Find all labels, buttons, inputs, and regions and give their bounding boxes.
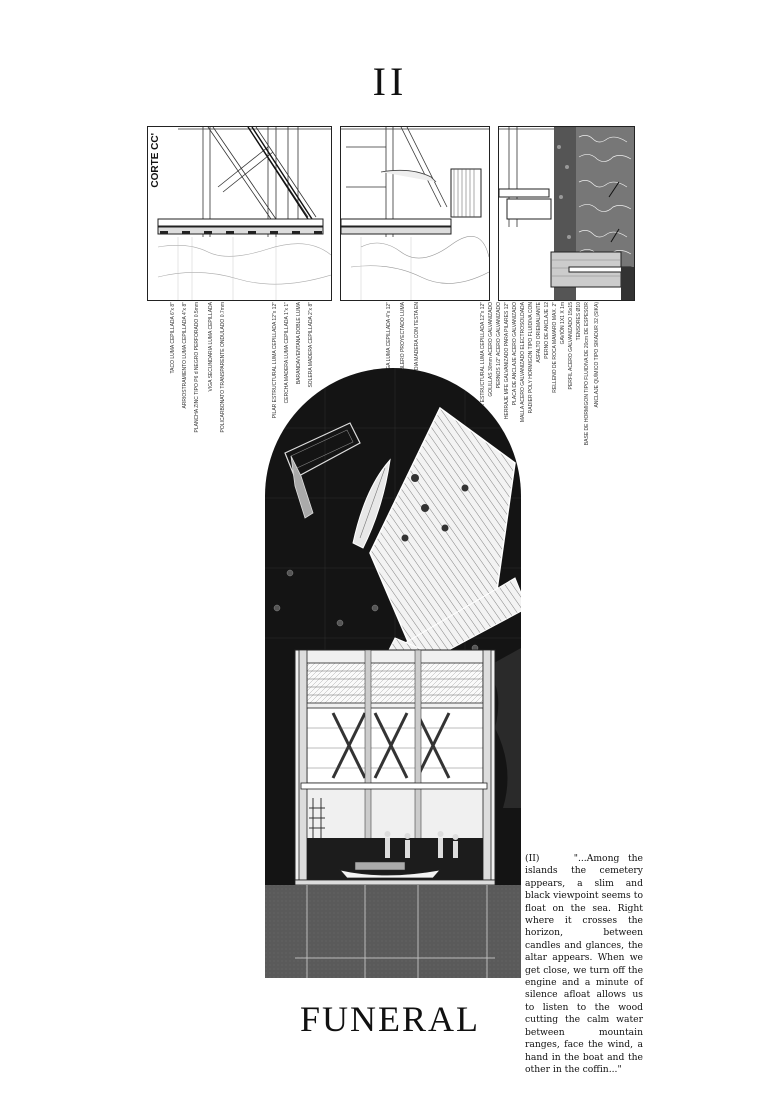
floating-pier [284, 422, 361, 519]
detail-panel-1: CORTE CC' [147, 126, 332, 301]
figures [384, 831, 459, 858]
narrative-quote: (II) "...Among the islands the cemetery … [525, 853, 643, 1076]
quote-marker: (II) [525, 853, 540, 864]
page-title: FUNERAL [299, 999, 480, 1039]
detail-label: VIGA LUMA CEPILLADA 4"x 12" [386, 302, 392, 375]
detail-label: POLICARBONATO TRANSPARENTE ONDULADO 0.7m… [220, 302, 226, 433]
detail-drawing-2 [341, 127, 489, 300]
cross-bracing [331, 712, 451, 779]
detail-label: TENSORES Ø10 [576, 302, 582, 341]
detail-panel-2 [340, 126, 490, 301]
detail-label: TACO LUMA CEPILLADA 6"x 8" [170, 302, 176, 374]
detail-label: ANCLAJE QUÍMICO TIPO SIKADUR 32 (SIKA) [594, 302, 600, 408]
sea-water [265, 885, 521, 978]
detail-label: RELLENO DE ROCA MAMARO MAX. 2" [552, 302, 558, 393]
detail-label: GAVIÓN 1X1 X 1m [560, 302, 566, 345]
detail-drawing-1 [157, 127, 331, 300]
section-label: CORTE CC' [150, 133, 161, 188]
detail-label: TABLERO PROYECTADO LUMA [400, 302, 406, 377]
quote-text: "...Among the islands the cemetery appea… [525, 853, 643, 1075]
detail-drawing-3 [499, 127, 634, 300]
detail-label: PERNO DE ANCLAJE 12 [544, 302, 550, 359]
detail-panel-3 [498, 126, 635, 301]
chapel-section [294, 649, 496, 886]
detail-label: RADIER POLY HORMIGON TIPO FLUIDIVA CON [528, 302, 534, 414]
detail-label: VIGA SECUNDARIA LUMA CEPILLADA [208, 302, 214, 392]
detail-label: ARRIOSTRAMIENTO LUMA CEPILLADA 4"x 8" [182, 302, 188, 409]
detail-label: PLANCHA ZINC TIPO P6 d NEGRO PERFORADO 0… [194, 302, 200, 433]
boat [352, 458, 391, 549]
detail-label: BASE DE HORMIGON TIPO FLUIDIVA DE 20cm D… [584, 302, 590, 446]
detail-label: PERFIL ACERO GALVANIZADO 15x15 [568, 302, 574, 390]
detail-label: ASFALTO ORIEMALIANTE [536, 302, 542, 363]
construction-details: CORTE CC' [147, 126, 635, 301]
section-numeral: II [372, 59, 408, 104]
arched-plan-section-drawing [265, 368, 521, 978]
